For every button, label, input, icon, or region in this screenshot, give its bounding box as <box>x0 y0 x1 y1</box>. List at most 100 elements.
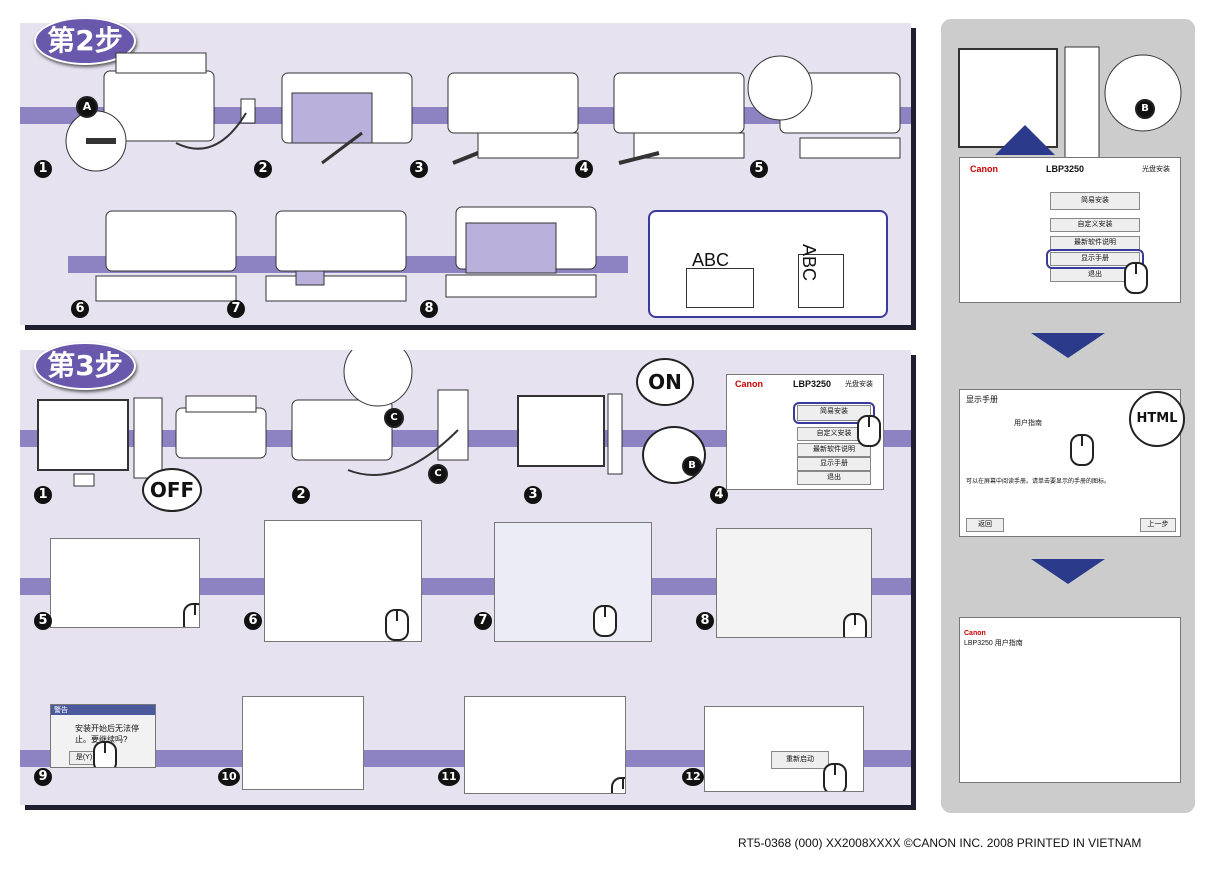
printer-illustration <box>175 395 267 459</box>
installer-window: Canon LBP3250 光盘安装 简易安装 自定义安装 最新软件说明 显示手… <box>726 374 884 490</box>
step3-num-11: 11 <box>438 768 460 786</box>
mouse-icon <box>857 415 881 447</box>
manual-item: 用户指南 <box>1014 420 1042 427</box>
step2-num-8: 8 <box>420 300 438 318</box>
printer-extend-tray-illustration <box>447 72 579 165</box>
screen-step11 <box>464 696 626 794</box>
right-custom-install-button[interactable]: 自定义安装 <box>1050 218 1140 232</box>
manual-next-button[interactable]: 上一步 <box>1140 518 1176 532</box>
manuals-button[interactable]: 显示手册 <box>797 457 871 471</box>
mouse-icon <box>843 613 867 637</box>
label-b-right: B <box>1135 99 1155 119</box>
user-guide-brand: Canon <box>964 630 986 637</box>
installer-model: LBP3250 <box>793 379 832 389</box>
mouse-icon <box>385 609 409 641</box>
step3-num-12: 12 <box>682 768 704 786</box>
step2-num-3: 3 <box>410 160 428 178</box>
step3-title: 第3步 <box>34 342 136 390</box>
step3-num-6: 6 <box>244 612 262 630</box>
mouse-icon <box>593 605 617 637</box>
installer-subtitle: 光盘安装 <box>845 381 873 388</box>
label-a: A <box>76 96 98 118</box>
exit-button[interactable]: 退出 <box>797 471 871 485</box>
readme-button[interactable]: 最新软件说明 <box>797 443 871 457</box>
computer-on-illustration <box>517 393 623 475</box>
step2-num-6: 6 <box>71 300 89 318</box>
screen-step8 <box>716 528 872 638</box>
right-manuals-button[interactable]: 显示手册 <box>1050 252 1140 266</box>
manual-title: 显示手册 <box>966 395 998 404</box>
step2-num-5: 5 <box>750 160 768 178</box>
screen-step6 <box>264 520 422 642</box>
manual-back-button[interactable]: 返回 <box>966 518 1004 532</box>
easy-install-button[interactable]: 简易安装 <box>797 405 871 421</box>
computer-cd-illustration <box>958 46 1182 168</box>
mouse-icon <box>93 741 117 767</box>
right-panel: B Canon LBP3250 光盘安装 简易安装 自定义安装 最新软件说明 显… <box>941 19 1195 813</box>
step2-num-7: 7 <box>227 300 245 318</box>
usb-cable-illustration <box>291 350 469 476</box>
highlight-easy-install <box>793 402 875 424</box>
label-b: B <box>682 456 702 476</box>
paper-text-1: ABC <box>692 250 730 270</box>
paper-orientation-box: ABC ABC <box>648 210 888 318</box>
right-readme-button[interactable]: 最新软件说明 <box>1050 236 1140 250</box>
html-icon: HTML <box>1129 391 1185 447</box>
screen-step5 <box>50 538 200 628</box>
right-installer-model: LBP3250 <box>1046 164 1085 174</box>
on-callout: ON <box>636 358 694 406</box>
warning-dialog: 警告 安装开始后无法停止。要继续吗? 是(Y) <box>50 704 156 768</box>
right-easy-install-button[interactable]: 简易安装 <box>1050 192 1140 210</box>
down-arrow-1 <box>1031 333 1105 358</box>
step3-num-7: 7 <box>474 612 492 630</box>
paper-portrait <box>798 254 844 308</box>
user-guide-model: LBP3250 用户指南 <box>964 640 1023 647</box>
right-installer-brand: Canon <box>970 164 998 174</box>
cd-callout <box>642 426 706 484</box>
step2-num-1: 1 <box>34 160 52 178</box>
mouse-icon <box>823 763 847 791</box>
step3-num-2: 2 <box>292 486 310 504</box>
step2-num-2: 2 <box>254 160 272 178</box>
printer-close-cover-illustration <box>445 206 597 298</box>
mouse-icon <box>1070 434 1094 466</box>
highlight-manuals <box>1046 249 1144 269</box>
step2-title: 第2步 <box>34 17 136 65</box>
mouse-icon <box>1124 262 1148 294</box>
step3-num-1: 1 <box>34 486 52 504</box>
printer-power-illustration <box>65 52 256 172</box>
restart-button[interactable]: 重新启动 <box>771 751 829 769</box>
printer-guides-illustration <box>613 72 745 165</box>
step3-panel: 第3步 OFF C C ON B Canon LBP3250 光盘安装 简易安装… <box>20 342 911 805</box>
down-arrow-2 <box>1031 559 1105 584</box>
right-installer-window: Canon LBP3250 光盘安装 简易安装 自定义安装 最新软件说明 显示手… <box>959 157 1181 303</box>
mouse-icon <box>611 777 625 793</box>
label-c1: C <box>384 408 404 428</box>
screen-step7 <box>494 522 652 642</box>
printer-paper-guide-illustration <box>265 210 407 302</box>
step3-band-2 <box>20 578 911 595</box>
warning-title: 警告 <box>51 705 155 715</box>
screen-step10 <box>242 696 364 790</box>
user-guide-window: Canon LBP3250 用户指南 <box>959 617 1181 783</box>
paper-landscape <box>686 268 754 308</box>
step3-num-8: 8 <box>696 612 714 630</box>
printer-open-cover-illustration <box>281 72 413 165</box>
step3-num-4: 4 <box>710 486 728 504</box>
label-c2: C <box>428 464 448 484</box>
paper-text-2: ABC <box>799 243 820 282</box>
right-installer-subtitle: 光盘安装 <box>1142 166 1170 173</box>
printer-tray-adjust-illustration <box>95 210 237 302</box>
mouse-icon <box>183 603 199 627</box>
step3-num-9: 9 <box>34 768 52 786</box>
step3-num-5: 5 <box>34 612 52 630</box>
step2-panel: 第2步 A <box>20 17 911 325</box>
warning-message: 安装开始后无法停止。要继续吗? <box>75 724 139 744</box>
step3-num-10: 10 <box>218 768 240 786</box>
step2-num-4: 4 <box>575 160 593 178</box>
installer-brand: Canon <box>735 379 763 389</box>
footer-text: RT5-0368 (000) XX2008XXXX ©CANON INC. 20… <box>738 836 1142 850</box>
manual-prompt: 可以在屏幕中阅读手册。请单击要显示的手册的图标。 <box>966 479 1111 485</box>
printer-load-paper-illustration <box>747 55 901 159</box>
screen-step12: 重新启动 <box>704 706 864 792</box>
